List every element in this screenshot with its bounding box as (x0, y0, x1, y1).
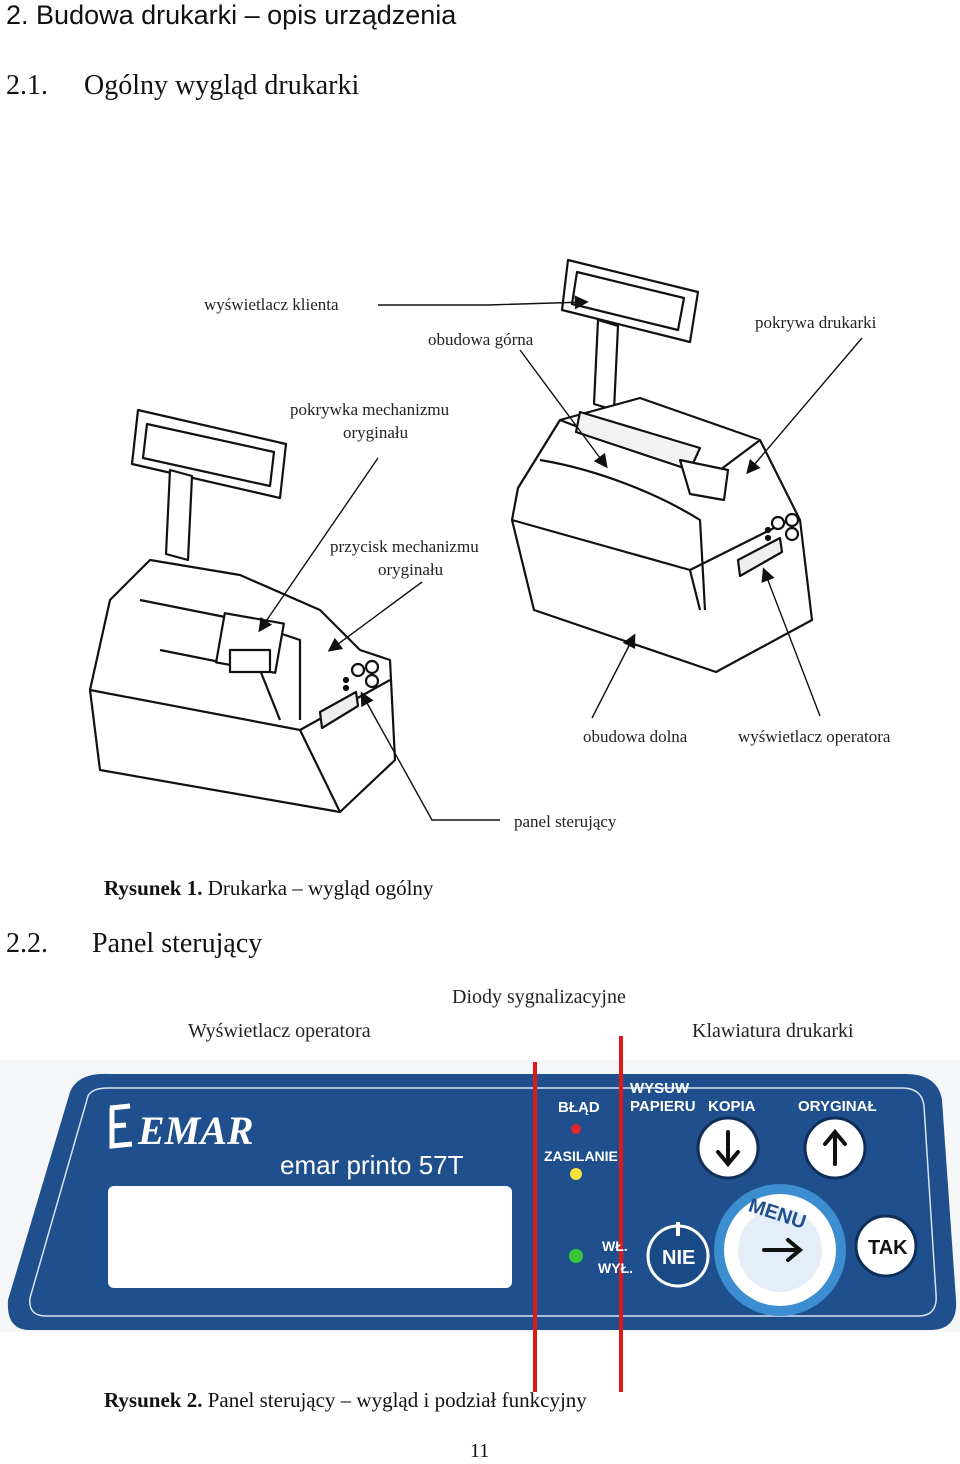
subsection-heading-2: 2.2. Panel sterujący (6, 928, 262, 960)
subsection-number: 2.1. (6, 70, 48, 101)
label-customer-display: wyświetlacz klienta (204, 295, 339, 314)
copy-key-label: KOPIA (708, 1098, 756, 1115)
label-copy-button-2: oryginału (378, 560, 444, 579)
operator-display-window (108, 1186, 512, 1288)
label-operator-display: wyświetlacz operatora (738, 727, 891, 746)
label-copy-button-1: przycisk mechanizmu (330, 537, 479, 556)
figure2-caption-text: Panel sterujący – wygląd i podział funkc… (202, 1388, 587, 1412)
leader-lines (258, 295, 863, 821)
section-heading: 2. Budowa drukarki – opis urządzenia (6, 0, 456, 31)
section-title: Budowa drukarki – opis urządzenia (36, 0, 457, 30)
right-customer-display (560, 258, 700, 412)
figure2-caption-number: Rysunek 2. (104, 1388, 203, 1412)
label-copy-cover-1: pokrywka mechanizmu (290, 400, 450, 419)
figure2-caption: Rysunek 2. Panel sterujący – wygląd i po… (104, 1388, 587, 1413)
menu-key-label: MENU (746, 1195, 809, 1234)
original-key (803, 1116, 867, 1180)
printer-illustration (88, 258, 863, 821)
label-upper-housing: obudowa górna (428, 330, 534, 349)
onoff-label-1: WŁ. (602, 1238, 628, 1254)
original-key-label: ORYGINAŁ (798, 1098, 877, 1115)
menu-key (714, 1184, 846, 1316)
left-customer-display (130, 408, 288, 562)
model-name: emar printo 57T (280, 1150, 464, 1180)
feed-label-2: PAPIERU (630, 1098, 696, 1115)
figure1-caption-number: Rysunek 1. (104, 876, 203, 900)
led-error-label: BŁĄD (558, 1099, 600, 1116)
led-error (571, 1124, 581, 1134)
label-copy-cover-2: oryginału (343, 423, 409, 442)
figure1-caption: Rysunek 1. Drukarka – wygląd ogólny (104, 876, 433, 901)
figure1-caption-text: Drukarka – wygląd ogólny (202, 876, 434, 900)
copy-key (696, 1116, 760, 1180)
right-printer-body (510, 396, 814, 674)
led-power (570, 1168, 582, 1180)
led-online (569, 1249, 583, 1263)
yes-key-label: TAK (868, 1237, 908, 1259)
subsection-number: 2.2. (6, 928, 48, 959)
section-number: 2. (6, 0, 29, 30)
led-power-label: ZASILANIE (544, 1148, 618, 1164)
panel-face (7, 1073, 957, 1330)
label-printer-cover: pokrywa drukarki (755, 313, 877, 332)
no-key (646, 1224, 710, 1288)
subsection-title: Panel sterujący (92, 928, 263, 959)
yes-key (854, 1214, 918, 1278)
label-lower-housing: obudowa dolna (583, 727, 688, 746)
brand-logo: EMAR (137, 1108, 254, 1153)
subsection-title: Ogólny wygląd drukarki (84, 70, 360, 101)
feed-label-1: WYSUW (630, 1080, 690, 1097)
label-operator-display-2: Wyświetlacz operatora (188, 1020, 371, 1042)
page-number: 11 (470, 1440, 490, 1462)
label-control-panel: panel sterujący (514, 812, 617, 831)
left-printer-body (88, 558, 397, 814)
label-keyboard: Klawiatura drukarki (692, 1020, 854, 1042)
no-key-label: NIE (662, 1247, 695, 1269)
onoff-label-2: WYŁ. (598, 1260, 633, 1276)
label-leds: Diody sygnalizacyjne (452, 986, 626, 1008)
subsection-heading-1: 2.1. Ogólny wygląd drukarki (6, 70, 359, 102)
